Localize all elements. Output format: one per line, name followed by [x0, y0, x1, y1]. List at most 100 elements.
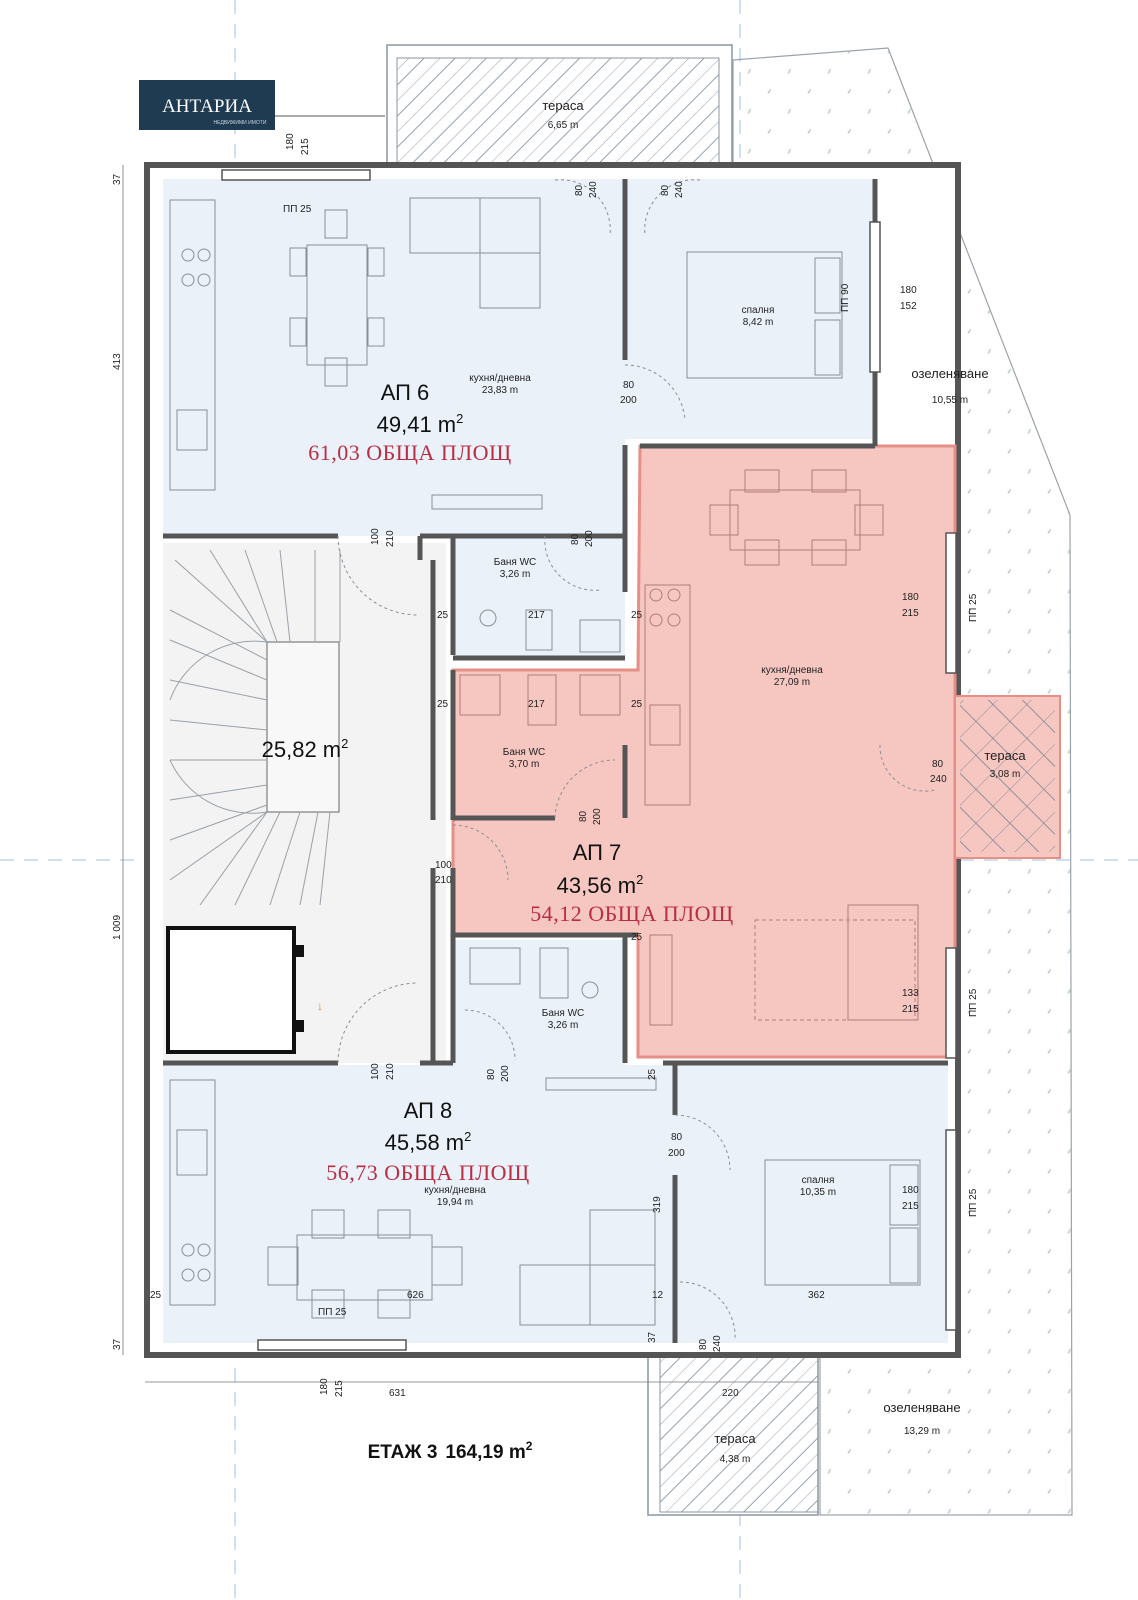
ap8-name: АП 8 [404, 1098, 453, 1123]
terrace7-area: 3,08 m [990, 769, 1021, 780]
dim-label: 626 [407, 1290, 424, 1301]
dim-label: 413 [112, 353, 123, 370]
dim-label: 631 [389, 1388, 406, 1399]
dim-label: 215 [902, 608, 919, 619]
dim-label: 240 [712, 1335, 723, 1352]
dim-label: 200 [620, 395, 637, 406]
ap8-total: 56,73 ОБЩА ПЛОЩ [326, 1160, 530, 1185]
dim-label: ПП 90 [840, 283, 851, 312]
ap8-furniture [169, 1079, 921, 1326]
dim-label: 80 [486, 1068, 497, 1080]
dim-label: 25 [631, 610, 643, 621]
ap7-name: АП 7 [573, 840, 622, 865]
dim-label: 215 [334, 1380, 345, 1397]
dim-label: 180 [319, 1378, 330, 1395]
elevator [166, 926, 296, 1054]
bath8-area: 3,26 m [548, 1020, 579, 1031]
dim-label: 215 [902, 1004, 919, 1015]
bath-fixtures [469, 609, 657, 1091]
bath6-label: Баня WC [494, 557, 537, 568]
dim-label: 362 [808, 1290, 825, 1301]
dim-label: ПП 25 [968, 593, 979, 622]
dim-label: 210 [385, 1063, 396, 1080]
kitchen8-area: 19,94 m [437, 1197, 473, 1208]
dim-label: 133 [902, 988, 919, 999]
ap6-area: 49,41 m2 [377, 411, 464, 437]
ap6-furniture [169, 197, 843, 510]
kitchen7-label: кухня/дневна [761, 665, 823, 676]
dim-label: 37 [647, 1331, 658, 1343]
dim-label: 12 [652, 1290, 664, 1301]
bedroom6-label: спалня [742, 305, 775, 316]
green-bottom-label: озеленяване [883, 1400, 960, 1415]
kitchen7-area: 27,09 m [774, 677, 810, 688]
dim-label: 80 [932, 759, 944, 770]
dim-label: ПП 25 [318, 1307, 347, 1318]
dim-label: 319 [652, 1196, 663, 1213]
dim-label: 80 [570, 533, 581, 545]
bedroom8-area: 10,35 m [800, 1187, 836, 1198]
dim-label: 240 [930, 774, 947, 785]
dim-label: 80 [698, 1338, 709, 1350]
bath7-area: 3,70 m [509, 759, 540, 770]
ap6-name: АП 6 [381, 380, 430, 405]
ap6-bath-fill [453, 536, 625, 656]
dim-label: 200 [668, 1148, 685, 1159]
dim-label: 210 [435, 875, 452, 886]
dim-label: ПП 25 [968, 1188, 979, 1217]
dim-label: ПП 25 [283, 204, 312, 215]
ap7-total: 54,12 ОБЩА ПЛОЩ [530, 901, 734, 926]
dim-label: 180 [902, 1185, 919, 1196]
elevator-rail [294, 945, 304, 957]
dim-label: 37 [112, 1338, 123, 1350]
terrace-bottom-hatch [659, 1349, 819, 1513]
green-top-area: 10,55 m [932, 395, 968, 406]
dim-label: 25 [437, 699, 449, 710]
ap8-fill [163, 1065, 948, 1343]
dim-label: 100 [370, 1063, 381, 1080]
dim-label: 217 [528, 699, 545, 710]
terrace-top-area: 6,65 m [548, 120, 579, 131]
bedroom8-label: спалня [802, 1175, 835, 1186]
dim-label: 180 [900, 285, 917, 296]
dim-label: 215 [300, 138, 311, 155]
dim-label: 200 [592, 808, 603, 825]
terrace7-label: тераса [984, 748, 1026, 763]
dim-label: 80 [574, 184, 585, 196]
dim-label: 200 [584, 530, 595, 547]
dimension-lines [122, 165, 818, 1383]
ap8-bath-fill [453, 940, 625, 1065]
ap7-area: 43,56 m2 [557, 872, 644, 898]
dim-label: 220 [722, 1388, 739, 1399]
dim-label: 80 [660, 184, 671, 196]
bedroom6-area: 8,42 m [743, 317, 774, 328]
ap6-total: 61,03 ОБЩА ПЛОЩ [308, 440, 512, 465]
elevator-arrow-icon: ↓ [317, 999, 323, 1013]
ap8-area: 45,58 m2 [385, 1129, 472, 1155]
kitchen6-label: кухня/дневна [469, 373, 531, 384]
bath6-area: 3,26 m [500, 569, 531, 580]
dim-label: 80 [623, 380, 635, 391]
ap6-bedroom-fill [625, 179, 875, 439]
terrace7-hatch [960, 700, 1055, 852]
dim-label: 240 [588, 181, 599, 198]
dim-label: 100 [435, 860, 452, 871]
dim-label: 240 [674, 181, 685, 198]
ap7-furniture [459, 469, 919, 1026]
terrace-bottom-area: 4,38 m [720, 1454, 751, 1465]
dim-label: 25 [631, 932, 643, 943]
green-bottom-area: 13,29 m [904, 1426, 940, 1437]
stair-area: 25,82 m2 [262, 736, 349, 762]
terrace-bottom-label: тераса [714, 1431, 756, 1446]
logo-tagline: НЕДВИЖИМИ ИМОТИ [214, 120, 267, 126]
dim-label: 1 009 [112, 915, 123, 940]
dim-label: 25 [437, 610, 449, 621]
dim-label: 180 [902, 592, 919, 603]
bath8-label: Баня WC [542, 1008, 585, 1019]
logo: АНТАРИА НЕДВИЖИМИ ИМОТИ [139, 80, 385, 130]
windows [221, 169, 957, 1351]
dim-label: 25 [150, 1290, 162, 1301]
dim-label: 80 [578, 810, 589, 822]
kitchen6-area: 23,83 m [482, 385, 518, 396]
kitchen8-label: кухня/дневна [424, 1185, 486, 1196]
